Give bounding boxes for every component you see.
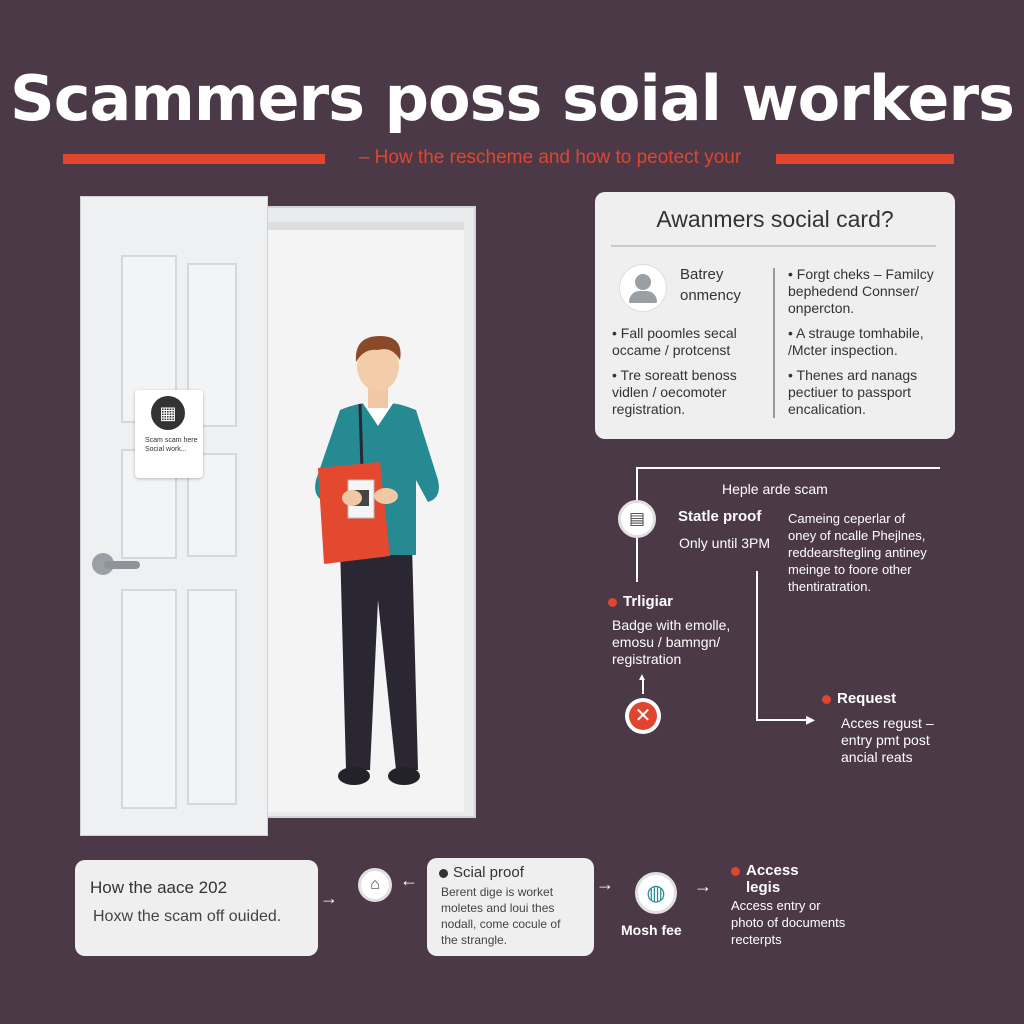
node-title: Request bbox=[822, 690, 896, 707]
door-handle-plate bbox=[92, 553, 114, 575]
list-item: • Thenes ard nanags pectiuer to passport… bbox=[788, 367, 918, 417]
scammer-figure bbox=[315, 336, 439, 785]
home-icon: ⌂ bbox=[358, 868, 392, 902]
title-rule-right bbox=[776, 154, 954, 164]
arrow-left-icon: ← bbox=[400, 870, 418, 890]
qr-icon: ▦ bbox=[151, 396, 185, 430]
summary-card: How the aace 202 Hoxw the scam off ouide… bbox=[75, 860, 318, 956]
page-title: Scammers poss soial workers bbox=[10, 62, 1015, 135]
door-panel bbox=[187, 263, 237, 427]
arrow-right-icon: → bbox=[596, 874, 614, 894]
door-panel bbox=[187, 589, 237, 805]
shoe-right bbox=[388, 767, 420, 785]
bullet-icon bbox=[822, 694, 831, 704]
node-title: Statle proof bbox=[678, 508, 762, 525]
arrow-right-icon: → bbox=[320, 888, 338, 908]
door-notice: ▦ Scam scam here Social work... bbox=[135, 390, 203, 478]
node-title: Trligiar bbox=[608, 593, 673, 610]
list-item: • A strauge tomhabile, /Mcter inspection… bbox=[788, 325, 924, 358]
hand-left bbox=[342, 490, 362, 506]
neck bbox=[368, 386, 388, 408]
bullet-icon bbox=[731, 866, 740, 876]
door-panel bbox=[121, 589, 177, 809]
pants bbox=[340, 545, 418, 770]
list-item: • Forgt cheks – Familcy bephedend Connse… bbox=[788, 266, 934, 316]
arrow-right-icon: ▸ bbox=[806, 709, 816, 729]
page-subtitle: – How the rescheme and how to peotect yo… bbox=[358, 147, 742, 168]
x-icon: ✕ bbox=[625, 698, 661, 734]
divider bbox=[773, 268, 775, 418]
connector-line bbox=[636, 538, 638, 582]
arrow-right-icon: → bbox=[694, 876, 712, 896]
globe-label: Mosh fee bbox=[621, 922, 682, 938]
summary-title: How the aace 202 bbox=[90, 878, 228, 897]
door-handle[interactable] bbox=[104, 561, 140, 569]
connector-line bbox=[636, 467, 638, 507]
bullet-icon bbox=[439, 868, 448, 878]
access-title: Access legis bbox=[731, 862, 799, 896]
connector-line bbox=[756, 719, 812, 721]
globe-icon: ◍ bbox=[635, 872, 677, 914]
access-text: Access entry or photo of documents recte… bbox=[731, 898, 846, 947]
hand-right bbox=[374, 488, 398, 504]
connector-line bbox=[636, 467, 940, 469]
social-text: Berent dige is worket moletes and loui t… bbox=[441, 885, 561, 947]
list-item: • Tre soreatt benoss vidlen / oecomoter … bbox=[612, 367, 737, 417]
node-description: Cameing ceperlar of oney of ncalle Phejl… bbox=[788, 511, 927, 594]
flow-heading: Heple arde scam bbox=[722, 481, 828, 497]
bag-strap bbox=[358, 403, 364, 471]
divider bbox=[611, 245, 936, 247]
list-item: • Fall poomles secal occame / protcenst bbox=[612, 325, 737, 358]
shoe-left bbox=[338, 767, 370, 785]
node-sub: Only until 3PM bbox=[679, 535, 771, 551]
profile-name: Batrey onmency bbox=[680, 266, 741, 304]
connector-line bbox=[756, 571, 758, 721]
notice-text: Scam scam here Social work... bbox=[145, 437, 198, 453]
bullet-icon bbox=[608, 597, 617, 607]
title-rule-left bbox=[63, 154, 325, 164]
summary-sub: Hoxw the scam off ouided. bbox=[93, 908, 282, 925]
door-panel bbox=[187, 453, 237, 557]
info-card-title: Awanmers social card? bbox=[656, 206, 894, 232]
social-proof-card: Scial proof Berent dige is worket molete… bbox=[427, 858, 594, 956]
hair bbox=[355, 336, 401, 362]
connector-line bbox=[642, 680, 644, 694]
user-icon bbox=[620, 265, 666, 311]
head bbox=[357, 341, 399, 391]
node-description: Acces regust – entry pmt post ancial rea… bbox=[841, 715, 934, 765]
social-title: Scial proof bbox=[439, 864, 524, 881]
open-door bbox=[80, 196, 268, 836]
calendar-icon: ▤ bbox=[618, 500, 656, 538]
arrow-up-icon: ▲ bbox=[637, 672, 647, 683]
info-card: Awanmers social card? bbox=[595, 192, 955, 439]
node-description: Badge with emolle, emosu / bamngn/ regis… bbox=[612, 617, 731, 667]
